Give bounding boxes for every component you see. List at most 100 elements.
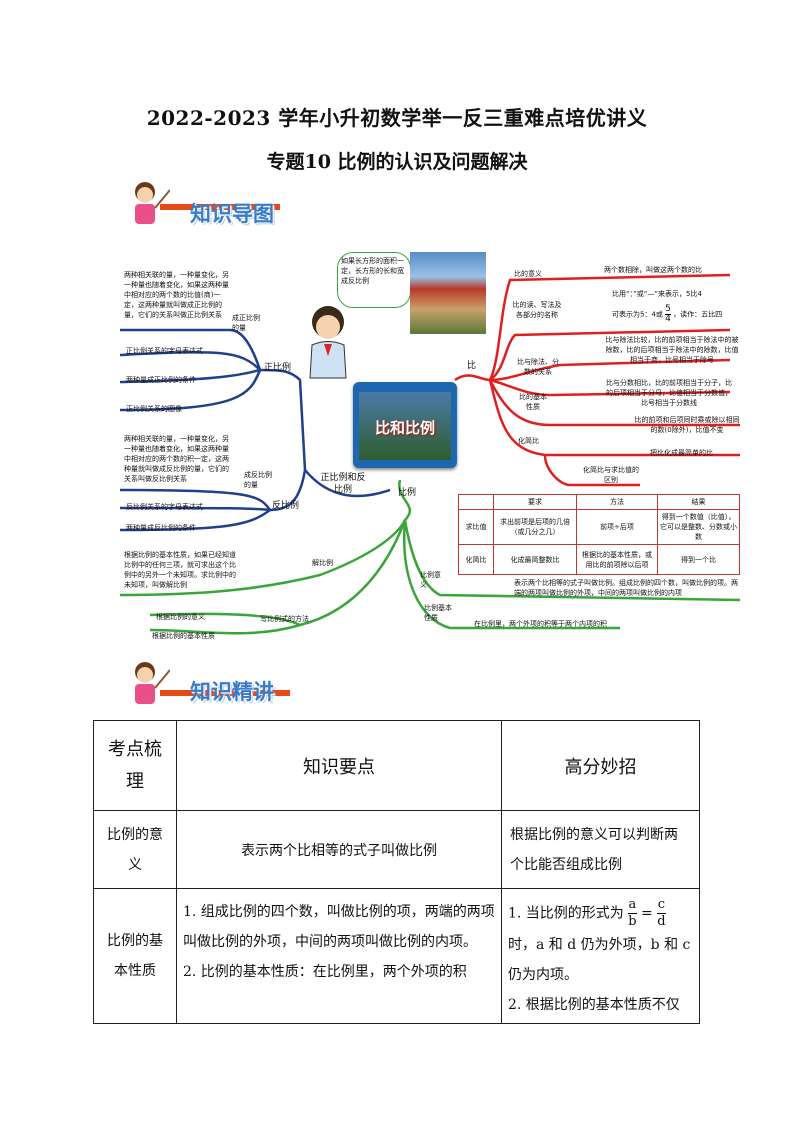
- tip-item-2: 2. 根据比例的基本性质不仅: [508, 997, 680, 1013]
- compare-header-3: 结果: [657, 494, 740, 510]
- table-row: 化简比 化成最简整数比 根据比的基本性质，或用比的前项除以后项 得到一个比: [458, 544, 740, 575]
- fraction-cd: c d: [657, 897, 666, 930]
- banner-title: 知识精讲: [190, 680, 274, 704]
- ratio-node: 比: [467, 361, 477, 371]
- ratio-division-desc: 比与除法比较，比的前项相当于除法中的被除数，比的后项相当于除法中的除数，比值相当…: [605, 336, 739, 364]
- compare-cell: 前项÷后项: [576, 509, 658, 545]
- point-item-1: 1. 组成比例的四个数，叫做比例的项，两端的两项叫做比例的外项，中间的两项叫做比…: [183, 904, 495, 950]
- ratio-compare-table: 要求 方法 结果 求比值 求出前项是后项的几倍（或几分之几） 前项÷后项 得到一…: [458, 494, 740, 575]
- tiananmen-photo: [410, 252, 486, 334]
- solve-proportion-node: 解比例: [312, 559, 333, 567]
- fraction-denominator: b: [628, 914, 637, 929]
- compare-cell: 得到一个数值（比值），它可以是整数、分数或小数: [657, 509, 740, 545]
- document-title: 2022-2023 学年小升初数学举一反三重难点培优讲义: [146, 106, 648, 130]
- banner-underline: [160, 690, 290, 696]
- write-method-2: 根据比例的基本性质: [152, 632, 215, 640]
- ratio-meaning-node: 比的意义: [514, 270, 542, 278]
- topic-text: 比例的意义: [107, 826, 163, 873]
- write-proportion-node: 写比例式的方法: [260, 615, 309, 623]
- ratio-division-node: 比与除法、分数的关系: [517, 358, 559, 376]
- proportion-types-node: 正比例和反比例: [320, 473, 366, 495]
- fraction-numerator: 5: [665, 304, 671, 315]
- simplify-ratio-desc: 把比化成最简单的比: [650, 449, 713, 457]
- banner-knowledge-map: 知识导图: [120, 180, 280, 230]
- point-cell: 表示两个比相等的式子叫做比例: [176, 810, 502, 889]
- inverse-proportion-desc: 两种相关联的量，一种量变化，另一种量也随着变化，如果这两种量中相对应的两个数的积…: [124, 435, 229, 483]
- document-subtitle: 专题10 比例的认识及问题解决: [266, 151, 528, 173]
- proportion-node: 比例: [398, 488, 417, 498]
- teacher-icon: [120, 660, 171, 710]
- table-row: 比例的基本性质 1. 组成比例的四个数，叫做比例的项，两端的两项叫做比例的外项，…: [93, 888, 700, 1024]
- compare-header-1: 要求: [493, 494, 577, 510]
- banner-title: 知识导图: [190, 202, 274, 226]
- direct-proportion-quantity: 成正比例的量: [232, 314, 260, 332]
- ratio-notation-pre: 可表示为5：4或: [612, 310, 663, 319]
- mindmap-center-card: 比和比例: [353, 382, 457, 468]
- ratio-property-node: 比的基本性质: [519, 393, 547, 411]
- table-row: 求比值 求出前项是后项的几倍（或几分之几） 前项÷后项 得到一个数值（比值），它…: [458, 509, 740, 545]
- header-topic-text: 考点梳理: [108, 738, 162, 792]
- compare-header-2: 方法: [576, 494, 658, 510]
- ratio-notation-desc2: 可表示为5：4或 5 4 ，读作：五比四: [612, 305, 722, 324]
- inverse-proportion-node: 反比例: [272, 501, 300, 511]
- simplify-ratio-node: 化简比: [518, 437, 539, 445]
- header-tip: 高分妙招: [501, 720, 700, 811]
- proportion-meaning-desc: 表示两个比相等的式子叫做比例。组成比例的四个数，叫做比例的项。两端的两项叫做比例…: [514, 579, 738, 597]
- point-item-2: 2. 比例的基本性质：在比例里，两个外项的积: [183, 964, 467, 980]
- direct-proportion-desc: 两种相关联的量，一种量变化，另一种量也随着变化，如果这两种量中相对应的两个数的比…: [124, 271, 229, 319]
- proportion-property-node: 比例基本性质: [424, 604, 452, 622]
- mindmap-lines: [119, 273, 741, 635]
- compare-cell: 化成最简整数比: [493, 544, 577, 575]
- topic-cell: 比例的基本性质: [93, 888, 177, 1024]
- fraction-numerator: c: [657, 897, 666, 914]
- difference-node: 化简比与求比值的区别: [583, 466, 639, 484]
- table-row: 要求 方法 结果: [458, 494, 740, 510]
- student-illustration: [290, 300, 370, 380]
- direct-expression: 正比例关系的字母表达式: [126, 347, 203, 355]
- compare-cell: 得到一个比: [657, 544, 740, 575]
- ratio-notation-post: ，读作：五比四: [673, 310, 723, 319]
- ratio-notation-desc1: 比用“：”或“—”来表示，5比4: [612, 290, 702, 298]
- tip-cell: 1. 当比例的形式为 a b = c d 时，a 和 d 仍为外项，b 和 c …: [501, 888, 700, 1024]
- compare-cell: 求比值: [458, 509, 494, 545]
- direct-graph: 正比例关系的图像: [126, 405, 182, 413]
- banner-underline: [160, 204, 280, 210]
- teacher-icon: [120, 180, 171, 230]
- ratio-meaning-desc: 两个数相除，叫做这两个数的比: [604, 266, 702, 274]
- table-row: 考点梳理 知识要点 高分妙招: [93, 720, 700, 811]
- header-point: 知识要点: [176, 720, 502, 811]
- ratio-fraction-desc: 比与分数相比，比的前项相当于分子，比的后项相当于分母，比值相当于分数值，比号相当…: [606, 379, 732, 407]
- tip-item-1: 1. 当比例的形式为 a b = c d 时，a 和 d 仍为外项，b 和 c …: [508, 897, 693, 990]
- topic-cell: 比例的意义: [93, 810, 177, 889]
- fraction-numerator: a: [628, 897, 637, 914]
- compare-cell: 求出前项是后项的几倍（或几分之几）: [493, 509, 577, 545]
- tip-text: 时，a 和 d 仍为外项，b 和 c 仍为内项。: [508, 937, 691, 983]
- solve-proportion-desc: 根据比例的基本性质，如果已经知道比例中的任何三项，就可求出这个比例中的另外一个未…: [124, 551, 236, 589]
- proportion-meaning-node: 比例意义: [420, 571, 441, 589]
- proportion-property-desc: 在比例里，两个外项的积等于两个内项的积: [474, 620, 607, 628]
- equals-sign: =: [641, 905, 653, 922]
- compare-cell: 根据比的基本性质，或用比的前项除以后项: [576, 544, 658, 575]
- direct-condition: 两种量成正比例的条件: [126, 376, 196, 384]
- fraction-denominator: d: [657, 914, 666, 929]
- speech-bubble: 如果长方形的面积一定，长方形的长和宽成反比例: [337, 252, 411, 308]
- fraction-ab: a b: [628, 897, 637, 930]
- inverse-expression: 反比例关系的字母表达式: [126, 503, 203, 511]
- ratio-property-desc: 比的前项和后项同时乘或除以相同的数(0除外)，比值不变: [634, 416, 740, 434]
- inverse-proportion-quantity: 成反比例的量: [244, 471, 272, 489]
- point-cell: 1. 组成比例的四个数，叫做比例的项，两端的两项叫做比例的外项，中间的两项叫做比…: [176, 888, 502, 1024]
- knowledge-table: 考点梳理 知识要点 高分妙招 比例的意义 表示两个比相等的式子叫做比例 根据比例…: [93, 720, 700, 1024]
- ratio-notation-node: 比的读、写法及各部分的名称: [512, 301, 562, 319]
- fraction-denominator: 4: [665, 314, 671, 324]
- header-topic: 考点梳理: [93, 720, 177, 811]
- tip-text: 1. 当比例的形式为: [508, 905, 624, 922]
- table-row: 比例的意义 表示两个比相等的式子叫做比例 根据比例的意义可以判断两个比能否组成比…: [93, 810, 700, 889]
- compare-header-0: [458, 494, 494, 510]
- topic-text: 比例的基本性质: [107, 933, 163, 979]
- banner-knowledge-lecture: 知识精讲: [120, 660, 290, 710]
- compare-cell: 化简比: [458, 544, 494, 575]
- write-method-1: 根据比例的意义: [156, 613, 205, 621]
- ratio-fraction: 5 4: [665, 305, 671, 324]
- direct-proportion-node: 正比例: [264, 363, 292, 373]
- inverse-condition: 两种量成反比例的条件: [126, 524, 196, 532]
